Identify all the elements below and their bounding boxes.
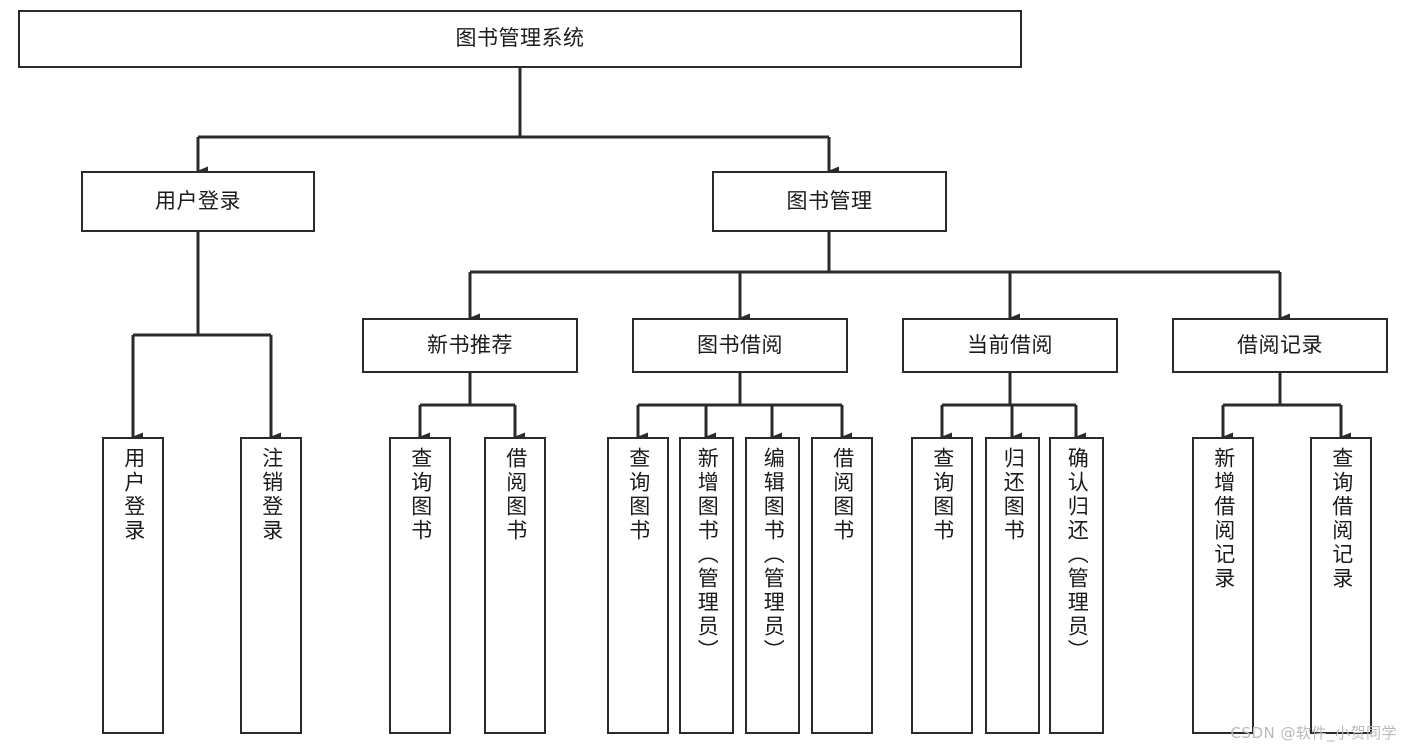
node-user-login[interactable]: 用户登录 xyxy=(81,171,315,232)
node-leaf-query-borrow-record[interactable]: 查询借阅记录 xyxy=(1310,437,1372,734)
node-leaf-borrow-book-2[interactable]: 借阅图书 xyxy=(811,437,873,734)
node-new-book-recommend[interactable]: 新书推荐 xyxy=(362,318,578,373)
node-current-borrow[interactable]: 当前借阅 xyxy=(902,318,1118,373)
node-leaf-add-book-admin[interactable]: 新增图书（管理员） xyxy=(679,437,734,734)
node-label: 借阅图书 xyxy=(503,447,528,543)
node-leaf-query-book-2[interactable]: 查询图书 xyxy=(607,437,669,734)
node-leaf-add-borrow-record[interactable]: 新增借阅记录 xyxy=(1192,437,1254,734)
node-label: 当前借阅 xyxy=(967,332,1053,357)
node-root[interactable]: 图书管理系统 xyxy=(18,10,1022,68)
node-label: 确认归还（管理员） xyxy=(1065,447,1090,663)
node-label: 用户登录 xyxy=(155,188,241,213)
node-label: 用户登录 xyxy=(121,447,146,543)
node-leaf-return-book[interactable]: 归还图书 xyxy=(985,437,1040,734)
node-leaf-query-book-1[interactable]: 查询图书 xyxy=(389,437,451,734)
node-label: 查询借阅记录 xyxy=(1329,447,1354,591)
node-label: 新增借阅记录 xyxy=(1211,447,1236,591)
node-leaf-user-login[interactable]: 用户登录 xyxy=(102,437,164,734)
node-leaf-borrow-book-1[interactable]: 借阅图书 xyxy=(484,437,546,734)
node-label: 归还图书 xyxy=(1001,447,1026,543)
node-label: 查询图书 xyxy=(626,447,651,543)
node-leaf-logout-login[interactable]: 注销登录 xyxy=(240,437,302,734)
node-label: 图书管理 xyxy=(786,188,873,213)
node-leaf-edit-book-admin[interactable]: 编辑图书（管理员） xyxy=(745,437,800,734)
node-label: 查询图书 xyxy=(408,447,433,543)
node-label: 图书借阅 xyxy=(697,332,783,357)
node-label: 查询图书 xyxy=(930,447,955,543)
node-label: 图书管理系统 xyxy=(455,26,585,51)
node-label: 借阅记录 xyxy=(1237,332,1323,357)
node-book-management[interactable]: 图书管理 xyxy=(712,171,947,232)
node-label: 编辑图书（管理员） xyxy=(761,447,786,663)
node-label: 新书推荐 xyxy=(427,332,513,357)
node-leaf-confirm-return-admin[interactable]: 确认归还（管理员） xyxy=(1049,437,1104,734)
node-borrow-record[interactable]: 借阅记录 xyxy=(1172,318,1388,373)
node-label: 新增图书（管理员） xyxy=(695,447,720,663)
node-label: 注销登录 xyxy=(259,447,284,543)
node-label: 借阅图书 xyxy=(830,447,855,543)
node-leaf-query-book-3[interactable]: 查询图书 xyxy=(911,437,973,734)
node-book-borrow[interactable]: 图书借阅 xyxy=(632,318,848,373)
